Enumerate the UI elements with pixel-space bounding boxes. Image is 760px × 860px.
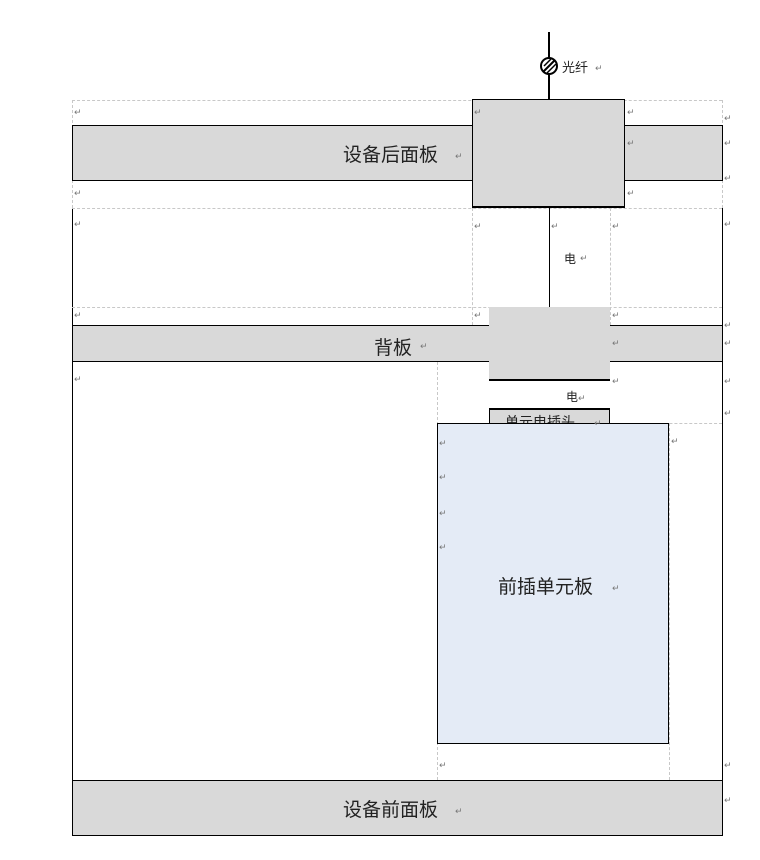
paragraph-mark: ↵ xyxy=(439,543,447,553)
guide-line xyxy=(72,100,722,101)
guide-line xyxy=(669,423,670,780)
paragraph-mark: ↵ xyxy=(455,807,463,817)
paragraph-mark: ↵ xyxy=(420,342,428,352)
paragraph-mark: ↵ xyxy=(74,375,82,385)
paragraph-mark: ↵ xyxy=(74,311,82,321)
paragraph-mark: ↵ xyxy=(724,139,732,149)
front-panel xyxy=(72,780,723,836)
paragraph-mark: ↵ xyxy=(580,254,588,264)
paragraph-mark: ↵ xyxy=(724,409,732,419)
paragraph-mark: ↵ xyxy=(724,796,732,806)
backplane-connector-edge xyxy=(489,379,610,381)
rear-connector-block xyxy=(472,99,625,208)
paragraph-mark: ↵ xyxy=(74,189,82,199)
paragraph-mark: ↵ xyxy=(612,377,620,387)
paragraph-mark: ↵ xyxy=(612,311,620,321)
paragraph-mark: ↵ xyxy=(474,222,482,232)
paragraph-mark: ↵ xyxy=(74,220,82,230)
paragraph-mark: ↵ xyxy=(594,419,602,429)
paragraph-mark: ↵ xyxy=(612,339,620,349)
backplane-connector-block xyxy=(489,307,610,380)
paragraph-mark: ↵ xyxy=(724,339,732,349)
paragraph-mark: ↵ xyxy=(439,761,447,771)
paragraph-mark: ↵ xyxy=(671,437,679,447)
paragraph-mark: ↵ xyxy=(455,152,463,162)
paragraph-mark: ↵ xyxy=(627,139,635,149)
paragraph-mark: ↵ xyxy=(724,174,732,184)
paragraph-mark: ↵ xyxy=(724,377,732,387)
paragraph-mark: ↵ xyxy=(439,509,447,519)
paragraph-mark: ↵ xyxy=(724,114,732,124)
front-panel-label: 设备前面板 xyxy=(343,799,439,821)
paragraph-mark: ↵ xyxy=(627,108,635,118)
outer-frame-left xyxy=(72,208,73,836)
paragraph-mark: ↵ xyxy=(578,394,586,404)
power-cable-top xyxy=(549,208,550,307)
guide-line xyxy=(72,307,722,308)
power-label-top: 电 xyxy=(564,252,577,266)
backplane xyxy=(72,325,723,362)
paragraph-mark: ↵ xyxy=(474,108,482,118)
front-unit-board xyxy=(437,423,669,744)
backplane-label: 背板 xyxy=(374,337,413,359)
paragraph-mark: ↵ xyxy=(439,473,447,483)
paragraph-mark: ↵ xyxy=(551,222,559,232)
paragraph-mark: ↵ xyxy=(595,64,603,74)
paragraph-mark: ↵ xyxy=(439,439,447,449)
paragraph-mark: ↵ xyxy=(724,220,732,230)
fiber-label: 光纤 xyxy=(562,61,589,76)
front-unit-board-label: 前插单元板 xyxy=(498,576,594,598)
paragraph-mark: ↵ xyxy=(612,222,620,232)
power-label-bottom: 电 xyxy=(566,390,579,404)
paragraph-mark: ↵ xyxy=(627,189,635,199)
paragraph-mark: ↵ xyxy=(474,311,482,321)
guide-line xyxy=(472,208,473,325)
guide-line xyxy=(72,208,722,209)
rear-panel-label: 设备后面板 xyxy=(343,144,439,166)
guide-line xyxy=(610,208,611,325)
paragraph-mark: ↵ xyxy=(74,108,82,118)
outer-frame-right xyxy=(722,208,723,836)
paragraph-mark: ↵ xyxy=(724,761,732,771)
paragraph-mark: ↵ xyxy=(612,584,620,594)
paragraph-mark: ↵ xyxy=(724,321,732,331)
